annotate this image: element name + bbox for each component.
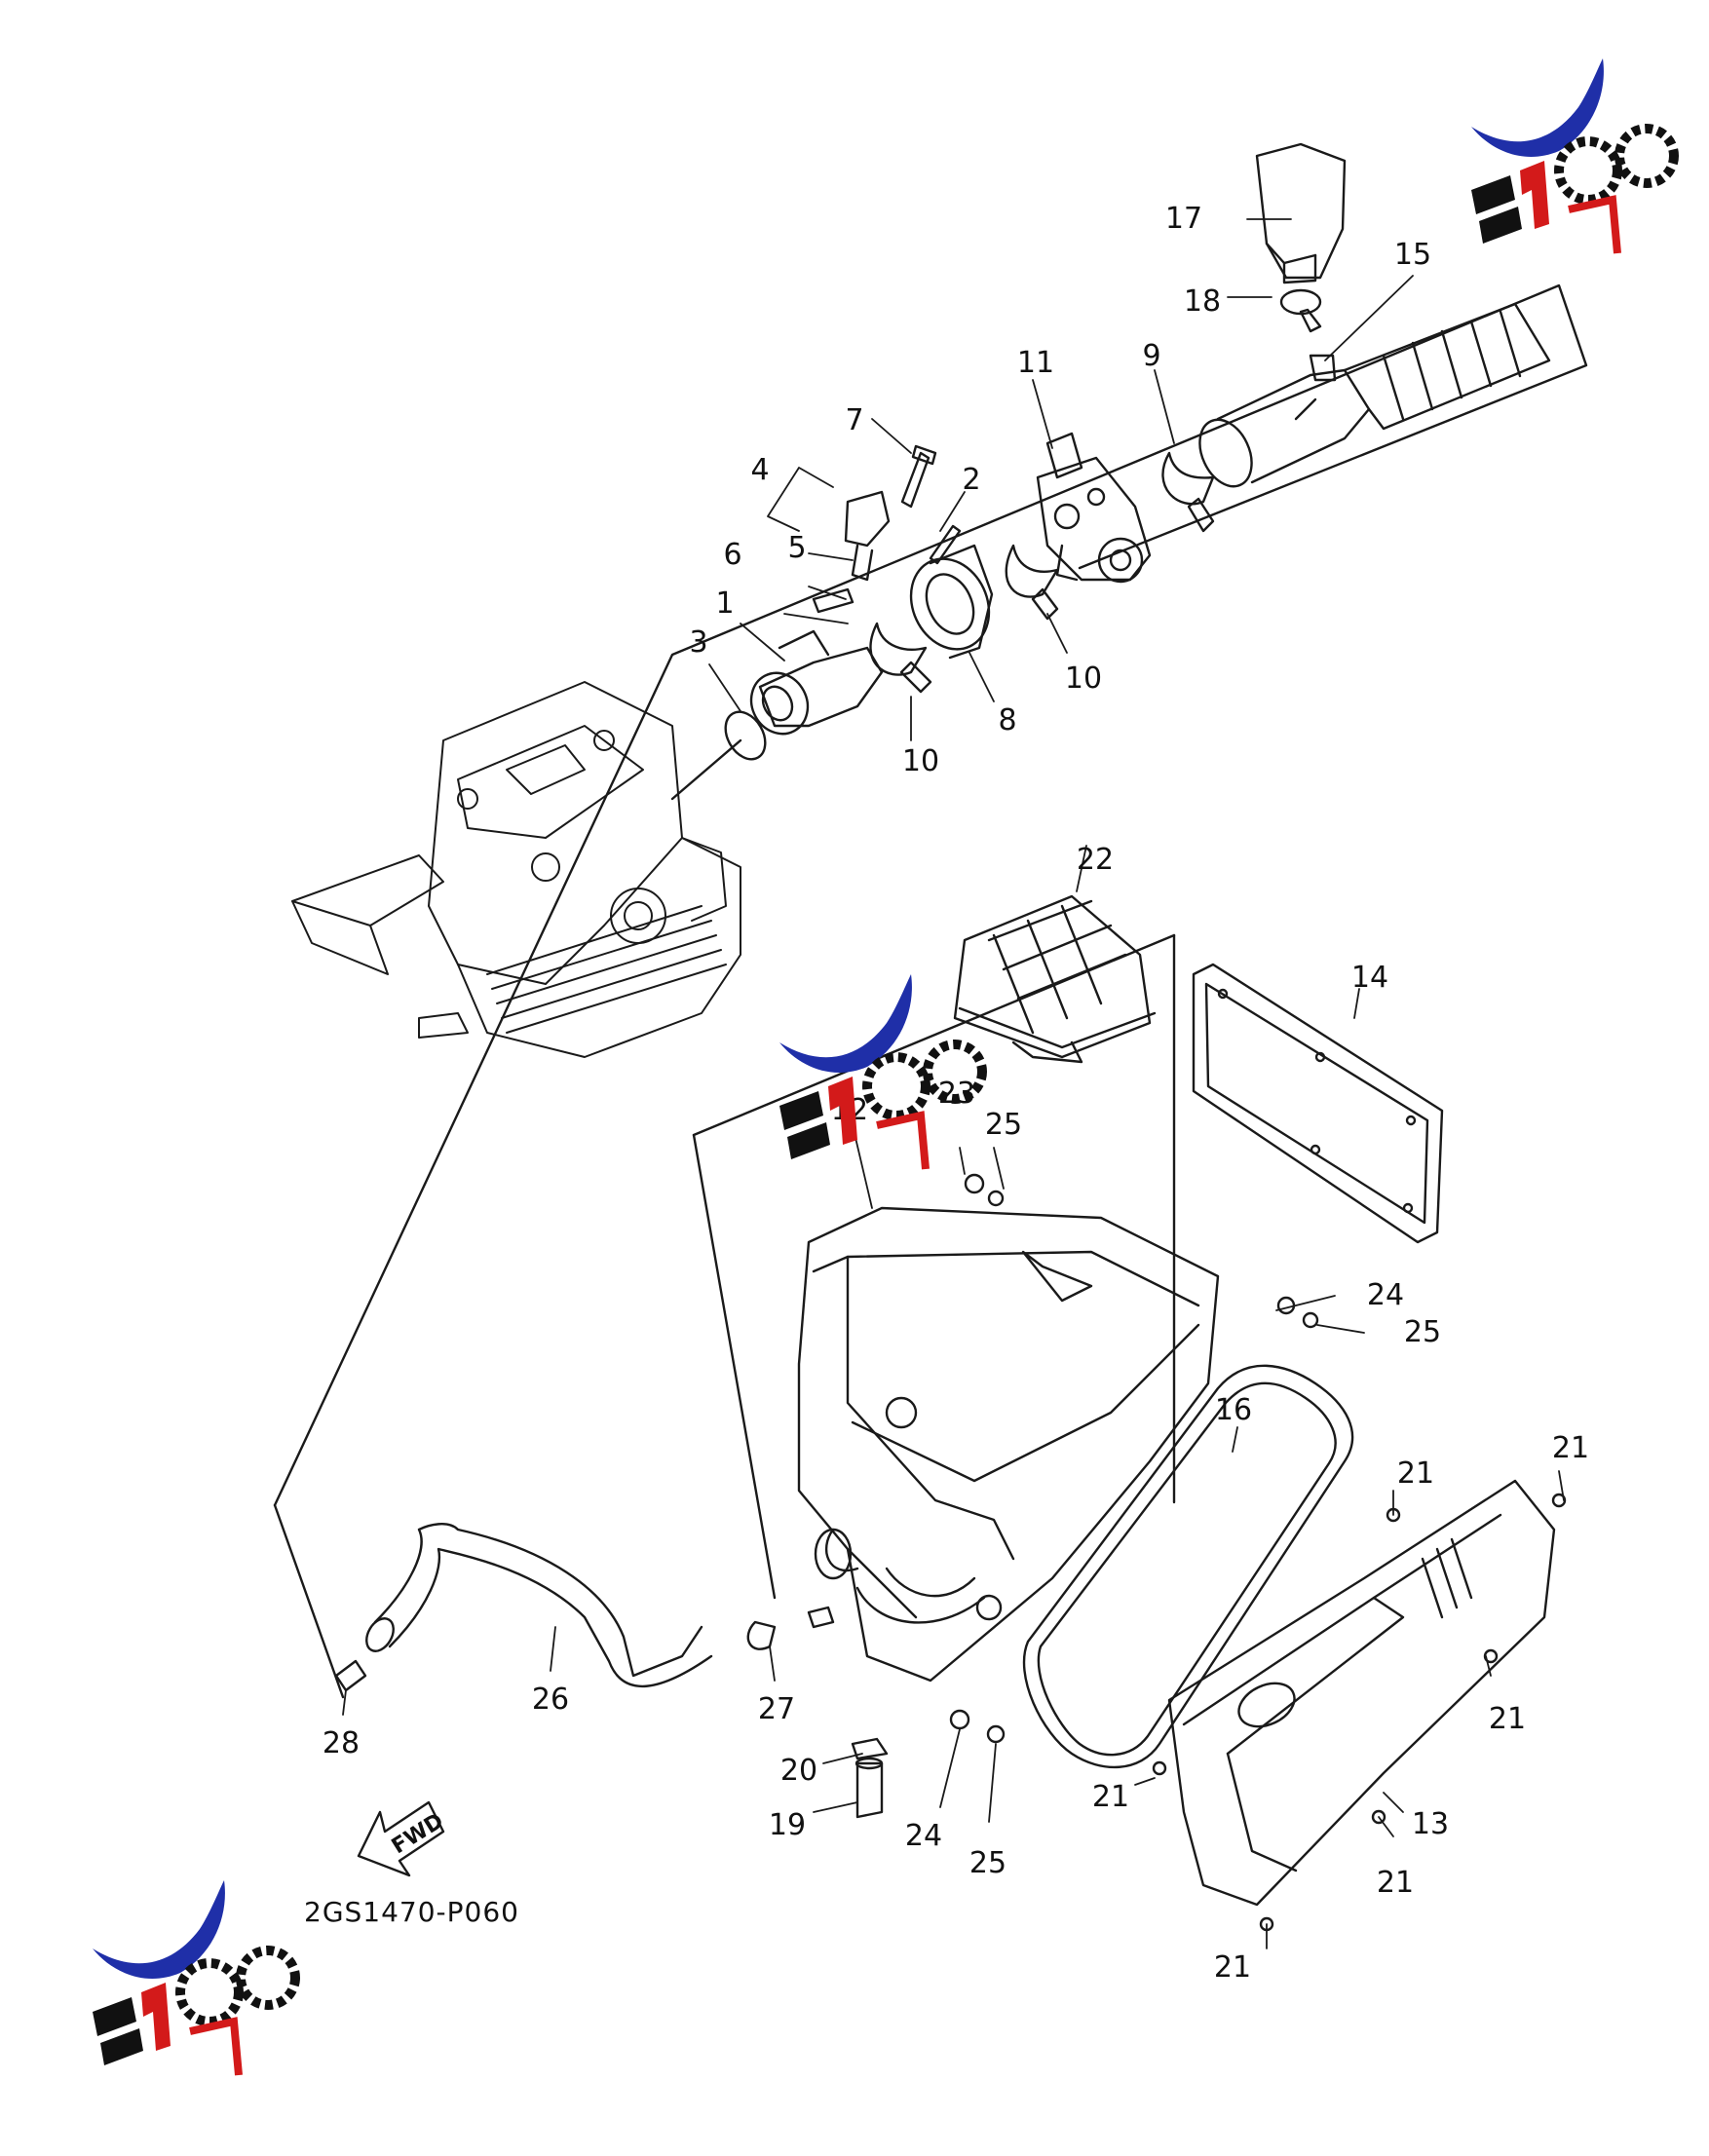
callout-part-14: 14 <box>1350 961 1389 995</box>
callout-part-25-c: 25 <box>968 1846 1007 1880</box>
air-box-cover <box>1167 1479 1556 1907</box>
callout-part-24-b: 24 <box>904 1819 943 1853</box>
clamp-10-left-screw <box>899 661 932 694</box>
watermark-logo-bottom-left <box>93 1880 300 2076</box>
drain-plug <box>855 1761 884 1819</box>
assembly-frame-upper <box>273 284 1588 1507</box>
callout-part-26: 26 <box>531 1683 570 1717</box>
callout-part-17: 17 <box>1164 202 1203 236</box>
screw-2 <box>929 524 962 565</box>
carburetor <box>1036 432 1152 584</box>
screw-7-head <box>911 444 937 466</box>
watermark-logo-center <box>779 974 987 1170</box>
diagram-code: 2GS1470-P060 <box>304 1896 519 1928</box>
callout-part-25-b: 25 <box>1403 1315 1442 1349</box>
callout-part-21-c: 21 <box>1488 1702 1527 1736</box>
gasket <box>1022 1364 1354 1769</box>
callout-part-5: 5 <box>787 531 807 565</box>
air-box-case <box>797 1206 1220 1683</box>
air-filter-element <box>953 894 1157 1064</box>
air-cap <box>1255 142 1347 284</box>
callout-part-21-b: 21 <box>1551 1431 1590 1465</box>
callout-part-21-f: 21 <box>1213 1950 1252 1985</box>
watermark-logo-top-right <box>1471 58 1679 254</box>
assembly-frame-mid <box>692 1133 777 1600</box>
clamp-28 <box>334 1659 367 1692</box>
o-ring <box>724 710 767 761</box>
clamp-27 <box>746 1620 777 1650</box>
sensor-stem <box>851 544 874 582</box>
callout-part-19: 19 <box>768 1808 807 1842</box>
clamp-9-screw <box>1187 497 1215 533</box>
intake-joint <box>749 629 884 736</box>
callout-part-20: 20 <box>779 1754 818 1788</box>
callout-part-4: 4 <box>750 453 770 487</box>
clamp-9 <box>1161 451 1215 506</box>
callout-part-9: 9 <box>1142 339 1161 373</box>
callout-part-15: 15 <box>1393 238 1432 272</box>
clamp-10-right-screw <box>1031 587 1059 621</box>
clamp-10-right <box>1005 544 1059 598</box>
callout-part-21-a: 21 <box>1396 1456 1435 1491</box>
drain-hose <box>365 1523 713 1688</box>
clamp-10-left <box>869 622 928 676</box>
callout-part-27: 27 <box>757 1692 796 1726</box>
callout-part-21-e: 21 <box>1376 1866 1415 1900</box>
drain-clip <box>851 1737 889 1760</box>
callout-part-10-right: 10 <box>1064 662 1103 696</box>
callout-part-11: 11 <box>1016 346 1055 380</box>
callout-part-1: 1 <box>715 586 735 621</box>
callout-part-28: 28 <box>322 1726 361 1760</box>
callout-part-25-a: 25 <box>984 1108 1023 1142</box>
engine-leader <box>670 738 742 801</box>
gasket-inner <box>1037 1381 1337 1757</box>
callout-part-22: 22 <box>1076 843 1115 877</box>
screw-6 <box>812 587 854 614</box>
fwd-arrow <box>357 1800 445 1877</box>
callout-part-10-left: 10 <box>901 744 940 778</box>
callout-part-13: 13 <box>1411 1807 1450 1841</box>
callout-part-24-a: 24 <box>1366 1278 1405 1312</box>
assembly-frame-left <box>273 1503 345 1699</box>
sensor-body <box>844 490 891 548</box>
callout-part-2: 2 <box>962 463 981 497</box>
callout-part-18: 18 <box>1183 284 1222 319</box>
callout-part-8: 8 <box>998 703 1017 738</box>
carb-joint <box>909 544 994 660</box>
clamp-18-screw <box>1299 308 1322 333</box>
clamp-18 <box>1279 288 1322 316</box>
callout-part-3: 3 <box>689 625 708 660</box>
nozzle <box>807 1606 835 1629</box>
screw-7 <box>900 451 930 509</box>
filter-cover-plate <box>1192 963 1444 1244</box>
callout-part-6: 6 <box>723 538 742 572</box>
callout-part-7: 7 <box>845 403 864 437</box>
engine-cylinder-head <box>291 681 741 1058</box>
callout-part-16: 16 <box>1214 1393 1253 1427</box>
callout-part-21-d: 21 <box>1091 1780 1130 1814</box>
intake-duct <box>1198 302 1551 488</box>
